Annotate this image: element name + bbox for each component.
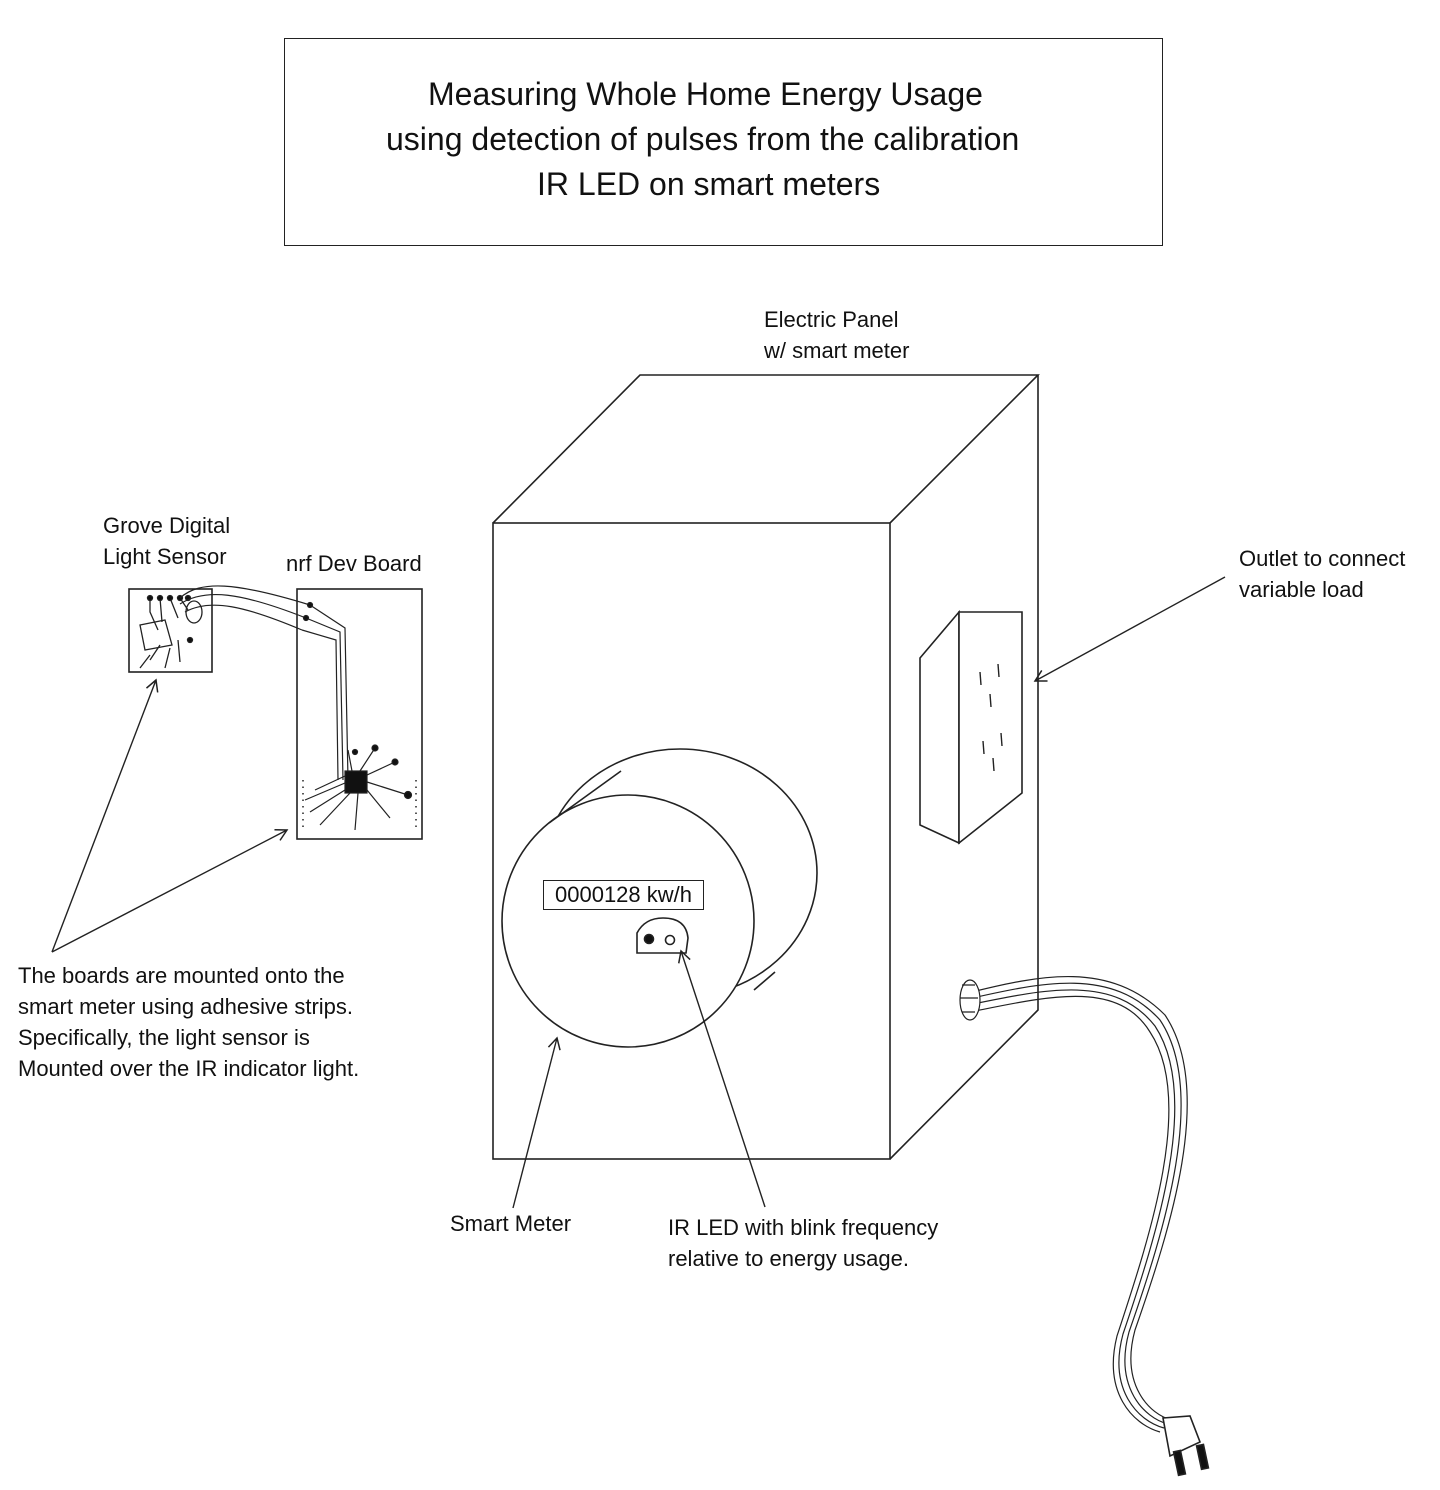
nrf-board-label: nrf Dev Board	[286, 548, 422, 579]
power-cord	[960, 977, 1187, 1432]
outlet-icon	[920, 612, 1022, 843]
arrow-to-smart-meter	[513, 1038, 557, 1208]
grove-sensor-label: Grove Digital Light Sensor	[103, 510, 230, 572]
electric-panel-label: Electric Panel w/ smart meter	[764, 304, 909, 366]
plug-icon	[1163, 1416, 1208, 1475]
ir-led-icon	[637, 918, 688, 953]
arrow-to-nrf-board	[52, 830, 287, 952]
outlet-label: Outlet to connect variable load	[1239, 543, 1405, 605]
ir-led-label: IR LED with blink frequency relative to …	[668, 1212, 938, 1274]
arrow-to-light-sensor	[52, 680, 156, 952]
grove-light-sensor-board	[129, 589, 212, 672]
arrow-to-outlet	[1035, 577, 1225, 681]
title-line-1: Measuring Whole Home Energy Usage	[428, 76, 983, 113]
sensor-wires	[180, 586, 310, 630]
title-line-2: using detection of pulses from the calib…	[386, 121, 1019, 158]
title-line-3: IR LED on smart meters	[537, 166, 880, 203]
nrf-dev-board	[297, 589, 422, 839]
smart-meter-label: Smart Meter	[450, 1208, 571, 1239]
mounting-note: The boards are mounted onto the smart me…	[18, 960, 359, 1084]
meter-reading-display: 0000128 kw/h	[543, 880, 704, 910]
